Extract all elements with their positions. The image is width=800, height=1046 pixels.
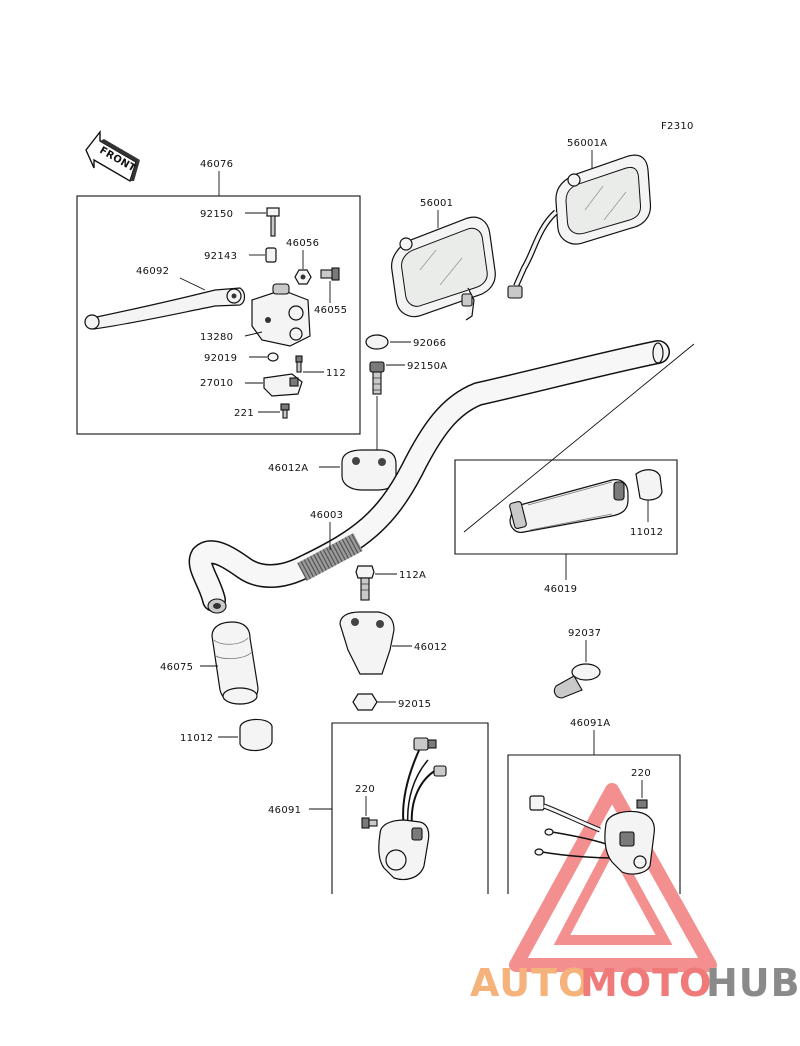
label-46012: 46012: [414, 642, 447, 653]
label-92015: 92015: [398, 699, 431, 710]
label-46091: 46091: [268, 805, 301, 816]
screw-46055: [320, 267, 340, 281]
screw-220-left: [361, 817, 378, 829]
nut-92015: [352, 693, 378, 711]
label-56001: 56001: [420, 198, 453, 209]
bolt-92150A: [369, 361, 385, 395]
left-switch-46091: [378, 737, 447, 881]
watermark-hub: HUB: [706, 961, 800, 1005]
figure-code: F2310: [661, 121, 694, 132]
handlebar-46003: [188, 340, 670, 614]
label-92066: 92066: [413, 338, 446, 349]
lever-46092: [84, 287, 246, 330]
nut-92019: [267, 352, 279, 362]
label-46012A: 46012A: [268, 463, 308, 474]
bolt-112A: [355, 565, 375, 601]
label-112: 112: [326, 368, 346, 379]
mirror-56001: [391, 216, 496, 321]
switch-27010: [263, 373, 303, 397]
label-46055: 46055: [314, 305, 347, 316]
label-11012-right: 11012: [630, 527, 663, 538]
label-46003: 46003: [310, 510, 343, 521]
label-220-right: 220: [631, 768, 651, 779]
label-27010: 27010: [200, 378, 233, 389]
label-46019: 46019: [544, 584, 577, 595]
throttle-leader-line-lower: [463, 343, 695, 533]
label-46075: 46075: [160, 662, 193, 673]
watermark-logo: AUTO MOTO HUB: [470, 961, 800, 1005]
mirror-56001A: [507, 154, 652, 299]
holder-upper-46012A: [341, 449, 397, 491]
label-11012-left: 11012: [180, 733, 213, 744]
screw-112: [295, 355, 303, 373]
grip-cap-11012-left: [239, 718, 273, 752]
label-46091A: 46091A: [570, 718, 610, 729]
label-56001A: 56001A: [567, 138, 607, 149]
label-46056: 46056: [286, 238, 319, 249]
throttle-grip-46019: [509, 479, 629, 533]
label-112A: 112A: [399, 570, 426, 581]
lever-assembly-box: [76, 195, 361, 435]
label-46092: 46092: [136, 266, 169, 277]
grip-46075: [211, 621, 259, 705]
front-arrow-icon: FRONT: [85, 129, 140, 183]
screw-220-right: [636, 799, 648, 809]
watermark-moto: MOTO: [580, 961, 712, 1005]
label-92019: 92019: [204, 353, 237, 364]
label-92037: 92037: [568, 628, 601, 639]
throttle-grip-box: [454, 459, 678, 555]
label-92143: 92143: [204, 251, 237, 262]
clamp-92037: [553, 663, 601, 699]
label-92150: 92150: [200, 209, 233, 220]
holder-13280: [251, 283, 311, 347]
holder-lower-46012: [339, 611, 395, 675]
label-221: 221: [234, 408, 254, 419]
label-13280: 13280: [200, 332, 233, 343]
screw-221: [280, 403, 290, 419]
right-switch-46091A: [529, 795, 655, 875]
label-92150A: 92150A: [407, 361, 447, 372]
watermark-triangle-icon: [509, 783, 717, 972]
label-220-left: 220: [355, 784, 375, 795]
left-switch-box: [331, 722, 489, 894]
nut-46056: [294, 269, 312, 285]
grip-cap-11012-right: [635, 469, 663, 501]
cap-92066: [365, 334, 389, 350]
label-46076: 46076: [200, 159, 233, 170]
collar-92143: [265, 247, 277, 263]
bolt-92150: [266, 207, 280, 237]
watermark-auto: AUTO: [470, 961, 591, 1005]
